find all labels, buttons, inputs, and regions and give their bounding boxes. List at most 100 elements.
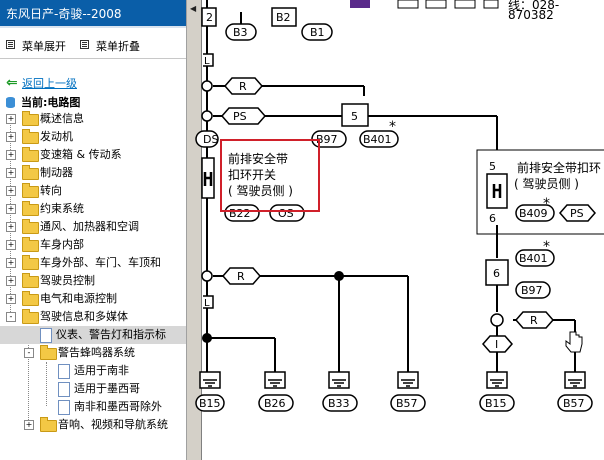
pin-label: B2 — [276, 11, 291, 24]
tree-expander-icon[interactable]: + — [6, 132, 16, 142]
menu-list-icon — [6, 40, 15, 49]
connector-os[interactable] — [269, 204, 305, 222]
tree-expander-icon[interactable]: - — [6, 312, 16, 322]
hotline-text: 线：028-870382 — [508, 0, 560, 22]
tree-item[interactable]: 南非和墨西哥除外 — [0, 398, 186, 416]
tree-item[interactable]: + 概述信息 — [0, 110, 186, 128]
connector-b1[interactable] — [301, 23, 333, 41]
tree-item[interactable]: +车身外部、车门、车顶和 — [0, 254, 186, 272]
tree-item[interactable]: +车身内部 — [0, 236, 186, 254]
folder-icon — [22, 291, 39, 306]
wire-color-flag — [224, 77, 263, 95]
tree-item[interactable]: + 音响、视频和导航系统 — [0, 416, 186, 434]
tree-item[interactable]: 适用于南非 — [0, 362, 186, 380]
connector-b97[interactable] — [515, 281, 551, 299]
back-link[interactable]: ⇐返回上一级 — [6, 75, 77, 91]
toolbar-button[interactable] — [454, 0, 476, 9]
tree-expander-icon[interactable]: + — [6, 186, 16, 196]
tree-item[interactable]: + 变速箱 & 传动系 — [0, 146, 186, 164]
pin-label: 6 — [489, 212, 496, 225]
toolbar-button[interactable] — [350, 0, 370, 8]
wire-color-flag — [482, 335, 513, 353]
tree-item-label: 约束系统 — [40, 202, 84, 215]
tree-expander-icon[interactable]: + — [6, 168, 16, 178]
folder-icon — [22, 111, 39, 126]
tree-item[interactable]: +电气和电源控制 — [0, 290, 186, 308]
tree-item-label: 变速箱 & 传动系 — [40, 148, 122, 161]
tree-item[interactable]: + 约束系统 — [0, 200, 186, 218]
tree-item-label: 制动器 — [40, 166, 73, 179]
svg-text:*: * — [389, 119, 396, 135]
tree-expander-icon[interactable]: + — [6, 204, 16, 214]
wire-joint — [334, 271, 344, 281]
connector-ds: DS — [203, 133, 218, 146]
sidebar-splitter[interactable]: ◀ — [186, 0, 202, 460]
tree-item-label: 音响、视频和导航系统 — [58, 418, 168, 431]
connector-b26[interactable] — [258, 394, 294, 412]
tree-expander-icon[interactable]: + — [6, 294, 16, 304]
connector-b15[interactable] — [195, 394, 225, 412]
svg-text:B57: B57 — [563, 397, 585, 410]
tree-item-label: 警告蜂鸣器系统 — [58, 346, 135, 359]
connector-b401[interactable] — [359, 130, 399, 148]
wire-color-flag — [559, 204, 596, 222]
wiring-diagram: 2 B2 B3 B1 L R PS 5 * B97 B401 DS B22 OS… — [195, 0, 604, 412]
tree-item[interactable]: -驾驶信息和多媒体 — [0, 308, 186, 326]
current-location: 当前:电路图 — [6, 94, 80, 110]
tree-item[interactable]: + 制动器 — [0, 164, 186, 182]
folder-icon — [22, 165, 39, 180]
connector-b409[interactable] — [515, 204, 555, 222]
tree-expander-icon[interactable]: + — [6, 114, 16, 124]
connector-b15[interactable] — [479, 394, 515, 412]
connector-b401[interactable] — [515, 249, 555, 267]
tree-expander-icon[interactable]: + — [6, 276, 16, 286]
tree-expander-icon[interactable]: + — [24, 420, 34, 430]
tree-item[interactable]: +发动机 — [0, 128, 186, 146]
tree-item[interactable]: +驾驶员控制 — [0, 272, 186, 290]
tree-item[interactable]: + 通风、加热器和空调 — [0, 218, 186, 236]
tree-item[interactable]: 适用于墨西哥 — [0, 380, 186, 398]
connector-b22[interactable] — [224, 204, 260, 222]
wire-joint — [490, 313, 504, 327]
svg-text:R: R — [530, 314, 538, 327]
folder-icon — [22, 237, 39, 252]
expand-menu-button[interactable]: 菜单展开 — [6, 38, 66, 54]
folder-icon — [40, 345, 57, 360]
tree-expander-icon[interactable]: - — [24, 348, 34, 358]
toolbar-button[interactable] — [483, 0, 499, 9]
pin-label: 5 — [351, 110, 358, 123]
tree-item-label: 概述信息 — [40, 112, 84, 125]
svg-text:R: R — [237, 270, 245, 283]
tree-expander-icon[interactable]: + — [6, 150, 16, 160]
svg-text:R: R — [239, 80, 247, 93]
tree-expander-icon[interactable]: + — [6, 222, 16, 232]
tree-expander-icon[interactable]: + — [6, 258, 16, 268]
svg-text:*: * — [543, 239, 550, 255]
wire-color-flag: L — [204, 298, 210, 309]
toolbar-button[interactable] — [397, 0, 419, 9]
svg-text:PS: PS — [233, 110, 247, 123]
svg-text:B15: B15 — [199, 397, 221, 410]
tree-item-label: 通风、加热器和空调 — [40, 220, 139, 233]
collapse-arrow-icon[interactable]: ◀ — [190, 4, 197, 13]
connector-b57[interactable] — [390, 394, 426, 412]
folder-icon — [22, 183, 39, 198]
folder-icon — [22, 309, 39, 324]
connector-b57[interactable] — [557, 394, 593, 412]
connector-b3[interactable] — [225, 23, 257, 41]
collapse-menu-button[interactable]: 菜单折叠 — [80, 38, 140, 54]
tree-item[interactable]: - 警告蜂鸣器系统 — [0, 344, 186, 362]
tree-item[interactable]: 仪表、警告灯和指示标 — [0, 326, 186, 344]
connector-b33[interactable] — [322, 394, 358, 412]
document-icon — [58, 382, 70, 397]
tree-expander-icon[interactable]: + — [6, 240, 16, 250]
folder-icon — [22, 147, 39, 162]
tree-item[interactable]: +转向 — [0, 182, 186, 200]
highlight-box — [220, 139, 320, 212]
wire-joint — [202, 333, 212, 343]
back-arrow-icon: ⇐ — [6, 75, 18, 91]
svg-text:OS: OS — [278, 207, 294, 220]
svg-text:B33: B33 — [328, 397, 350, 410]
toolbar-button[interactable] — [425, 0, 447, 9]
hand-cursor-icon — [565, 331, 583, 353]
